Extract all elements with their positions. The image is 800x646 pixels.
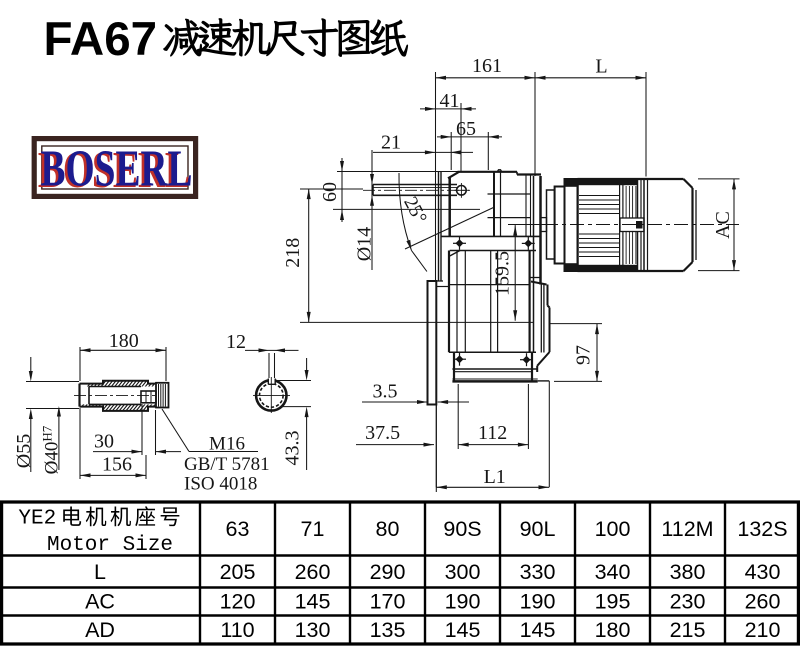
svg-text:120: 120 [220,590,256,614]
svg-text:90L: 90L [520,517,556,541]
svg-text:BOSERL: BOSERL [38,142,190,199]
svg-text:190: 190 [520,590,556,614]
svg-text:132S: 132S [737,517,787,541]
svg-text:AC: AC [85,590,115,614]
svg-text:90S: 90S [443,517,481,541]
svg-text:230: 230 [670,590,706,614]
svg-text:65: 65 [456,118,476,140]
svg-text:YE2: YE2 [18,508,56,531]
svg-text:380: 380 [670,560,706,584]
svg-text:145: 145 [520,618,556,642]
svg-text:195: 195 [595,590,631,614]
svg-text:180: 180 [109,330,139,352]
svg-text:21: 21 [381,132,401,154]
svg-text:330: 330 [520,560,556,584]
svg-text:BOSERL: BOSERL [41,141,193,198]
svg-text:12: 12 [226,331,246,353]
svg-text:218: 218 [282,238,304,268]
svg-text:71: 71 [301,517,325,541]
svg-text:260: 260 [295,560,331,584]
svg-text:112M: 112M [661,517,713,541]
svg-text:97: 97 [573,345,595,365]
svg-text:130: 130 [295,618,331,642]
svg-text:145: 145 [295,590,331,614]
svg-text:37.5: 37.5 [365,422,400,444]
svg-text:112: 112 [478,422,507,444]
svg-text:Ø14: Ø14 [354,227,376,261]
svg-text:100: 100 [595,517,631,541]
svg-text:AD: AD [85,618,115,642]
svg-text:3.5: 3.5 [373,381,398,403]
svg-text:L: L [94,560,106,584]
svg-text:161: 161 [472,55,502,77]
svg-text:ISO 4018: ISO 4018 [184,474,257,495]
svg-text:190: 190 [445,590,481,614]
svg-text:GB/T 5781: GB/T 5781 [184,454,270,475]
svg-text:156: 156 [102,454,132,476]
svg-text:41: 41 [440,90,460,112]
svg-text:Ø55: Ø55 [13,434,35,468]
svg-text:60: 60 [319,182,341,202]
svg-text:340: 340 [595,560,631,584]
svg-text:63: 63 [226,517,250,541]
svg-text:M16: M16 [209,434,245,455]
svg-text:205: 205 [220,560,256,584]
svg-text:AC: AC [712,211,734,239]
svg-text:80: 80 [376,517,400,541]
svg-text:FA67: FA67 [44,13,158,66]
svg-text:260: 260 [745,590,781,614]
svg-text:210: 210 [745,618,781,642]
svg-text:180: 180 [595,618,631,642]
svg-text:300: 300 [445,560,481,584]
svg-text:30: 30 [94,431,114,453]
svg-text:135: 135 [370,618,406,642]
svg-text:145: 145 [445,618,481,642]
svg-text:290: 290 [370,560,406,584]
svg-text:159.5: 159.5 [492,251,514,296]
svg-text:110: 110 [220,618,254,642]
svg-text:L1: L1 [484,466,506,488]
svg-text:L: L [595,56,607,78]
svg-text:43.3: 43.3 [282,431,304,466]
svg-text:170: 170 [370,590,406,614]
svg-text:215: 215 [670,618,706,642]
svg-text:430: 430 [745,560,781,584]
svg-text:Motor Size: Motor Size [47,534,173,557]
